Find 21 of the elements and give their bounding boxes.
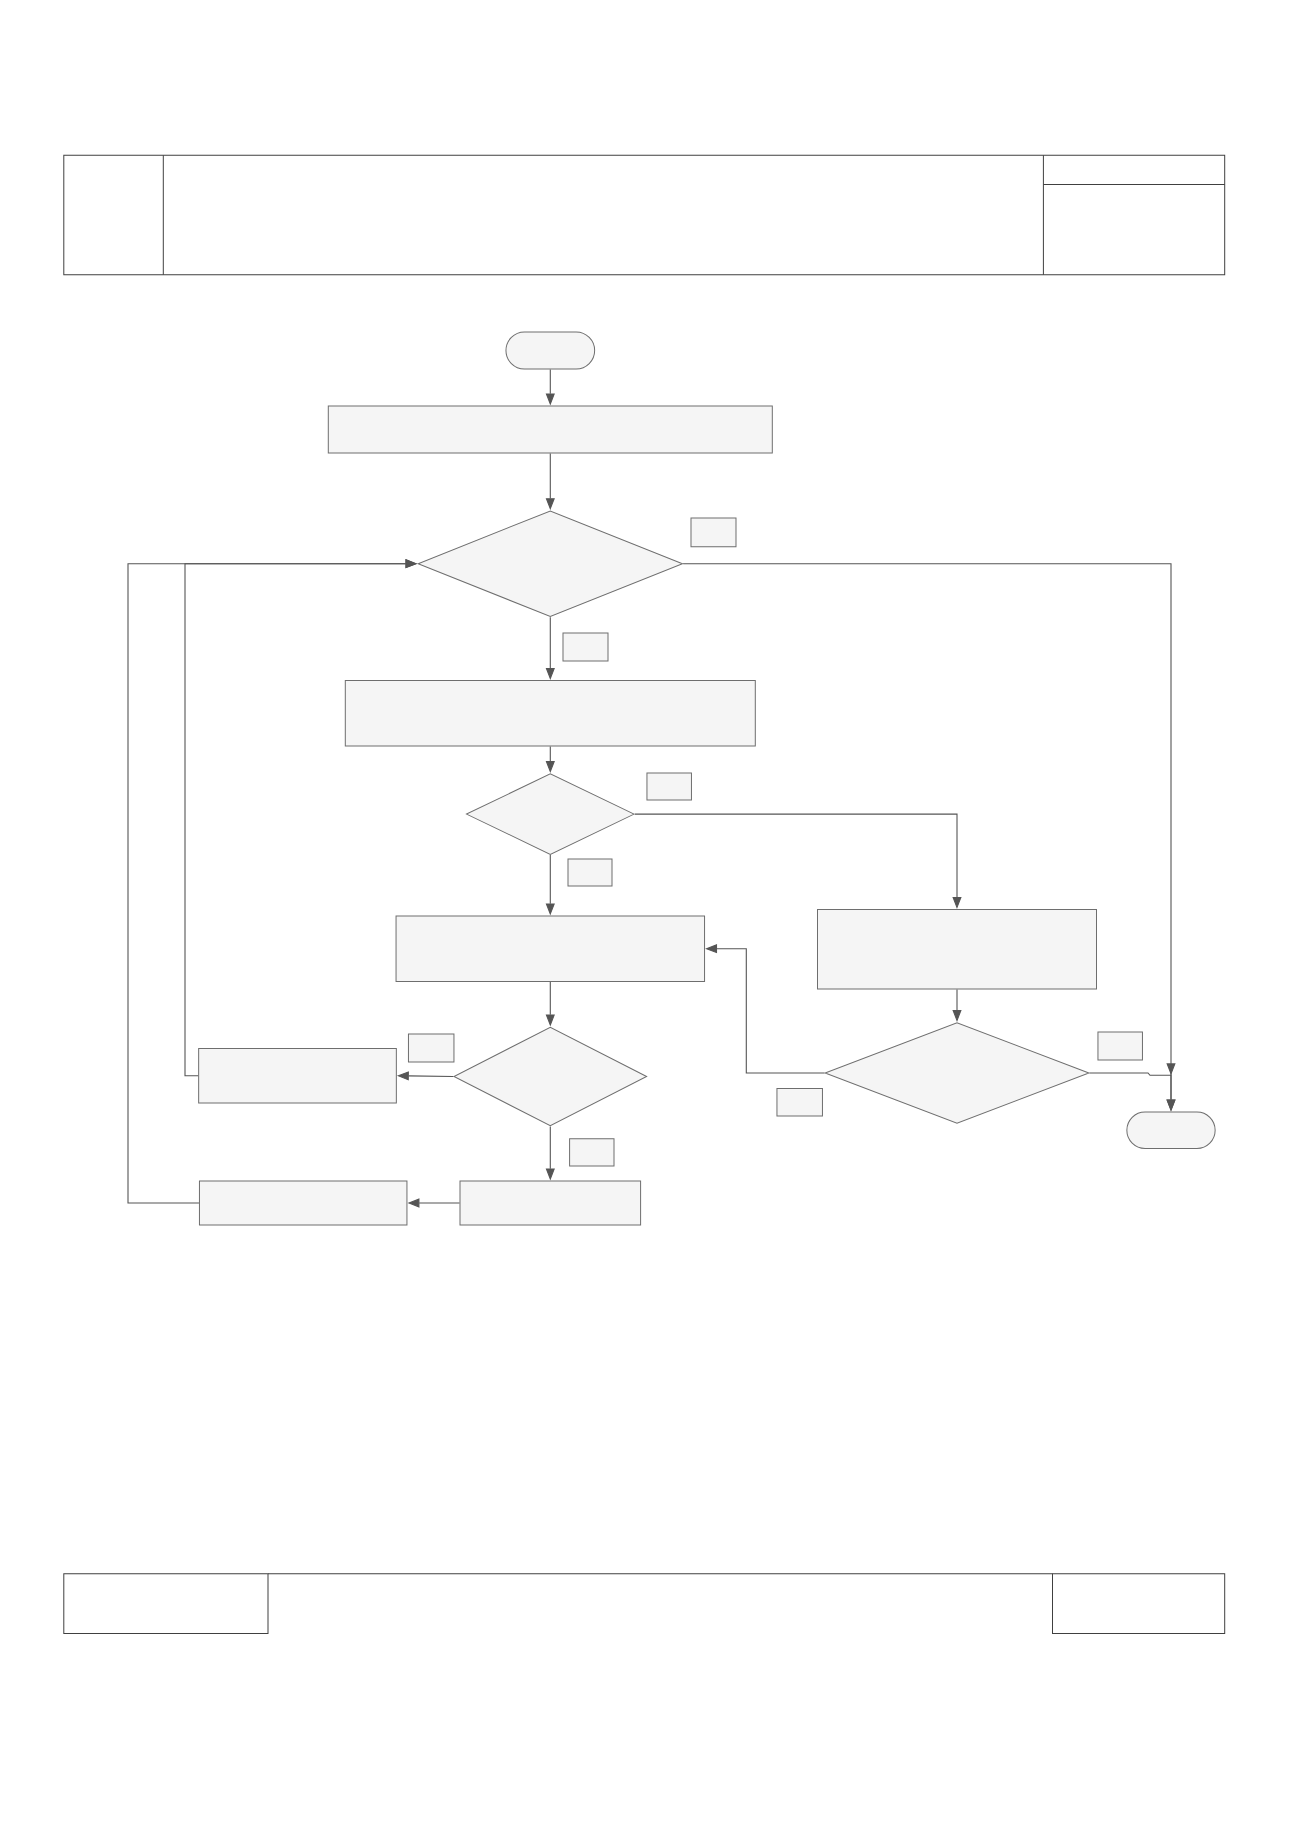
process-box (198, 1047, 397, 1104)
label-box (1097, 1031, 1143, 1061)
decision-diamond (417, 510, 683, 617)
decision-diamond (466, 773, 635, 855)
process-box (327, 405, 773, 454)
process-box (198, 1180, 408, 1226)
label-box (567, 858, 613, 887)
process-box (395, 915, 706, 982)
process-box (459, 1180, 642, 1226)
label-box (646, 772, 692, 801)
label-box (562, 632, 609, 662)
label-box (690, 517, 737, 548)
decision-diamond (453, 1026, 648, 1127)
label-box (407, 1033, 455, 1063)
terminator-shape (505, 331, 596, 370)
decision-diamond (824, 1022, 1090, 1124)
process-box (817, 908, 1097, 990)
label-box (569, 1138, 615, 1167)
label-box (776, 1087, 823, 1117)
process-box (344, 680, 756, 747)
terminator-shape (1126, 1111, 1216, 1149)
